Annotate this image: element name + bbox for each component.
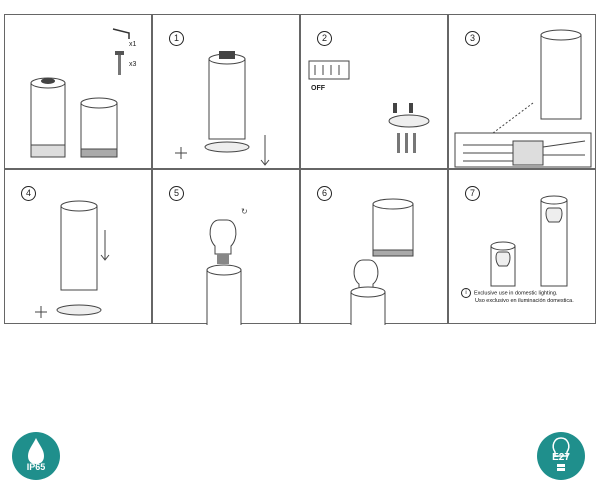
step-number: 1 [169, 31, 184, 46]
step-number: 2 [317, 31, 332, 46]
step-number: 7 [465, 186, 480, 201]
bulb-icon [353, 259, 379, 291]
bulb-icon [209, 219, 237, 255]
step-1-illustration [175, 51, 270, 166]
allen-key-qty: x1 [129, 41, 137, 48]
step-2-panel: 2 OFF [300, 14, 448, 169]
off-label: OFF [311, 85, 325, 92]
step-4-illustration [35, 200, 110, 318]
step-3-illustration [454, 29, 592, 168]
step-7-illustration [490, 195, 568, 287]
parts-illustration [30, 28, 130, 158]
step-1-panel: 1 [152, 14, 300, 169]
down-arrow-icon [100, 230, 110, 261]
step-number: 6 [317, 186, 332, 201]
step-6-panel: 6 [300, 169, 448, 333]
e27-label: E27 [552, 452, 570, 463]
screw-qty: x3 [129, 61, 137, 68]
step-3-panel: 3 [448, 14, 596, 169]
allen-key-icon [112, 28, 130, 39]
usage-note-es: Uso exclusivo en iluminación domestica. [475, 298, 574, 304]
bulb-outline-icon [552, 437, 570, 471]
down-arrow-icon [260, 135, 270, 166]
step-number: 3 [465, 31, 480, 46]
base-plate [204, 141, 250, 153]
instruction-grid: x1 x3 1 2 OFF [4, 14, 596, 333]
ip65-badge: IP65 [12, 432, 60, 480]
step-2-illustration [308, 60, 430, 153]
step-5-panel: 5 ↻ [152, 169, 300, 331]
screw-icon [118, 53, 121, 75]
step-4-panel: 4 [4, 169, 152, 324]
ip65-label: IP65 [26, 462, 46, 472]
e27-badge: E27 [537, 432, 585, 480]
step-number: 5 [169, 186, 184, 201]
water-drop-icon [28, 438, 44, 464]
usage-note-en: Exclusive use in domestic lighting. [474, 290, 558, 297]
parts-panel: x1 x3 [4, 14, 152, 169]
svg-text:↻: ↻ [241, 207, 248, 216]
info-icon: i [461, 288, 471, 298]
screw-icon [175, 147, 187, 159]
step-number: 4 [21, 186, 36, 201]
step-5-illustration: ↻ [206, 207, 248, 331]
